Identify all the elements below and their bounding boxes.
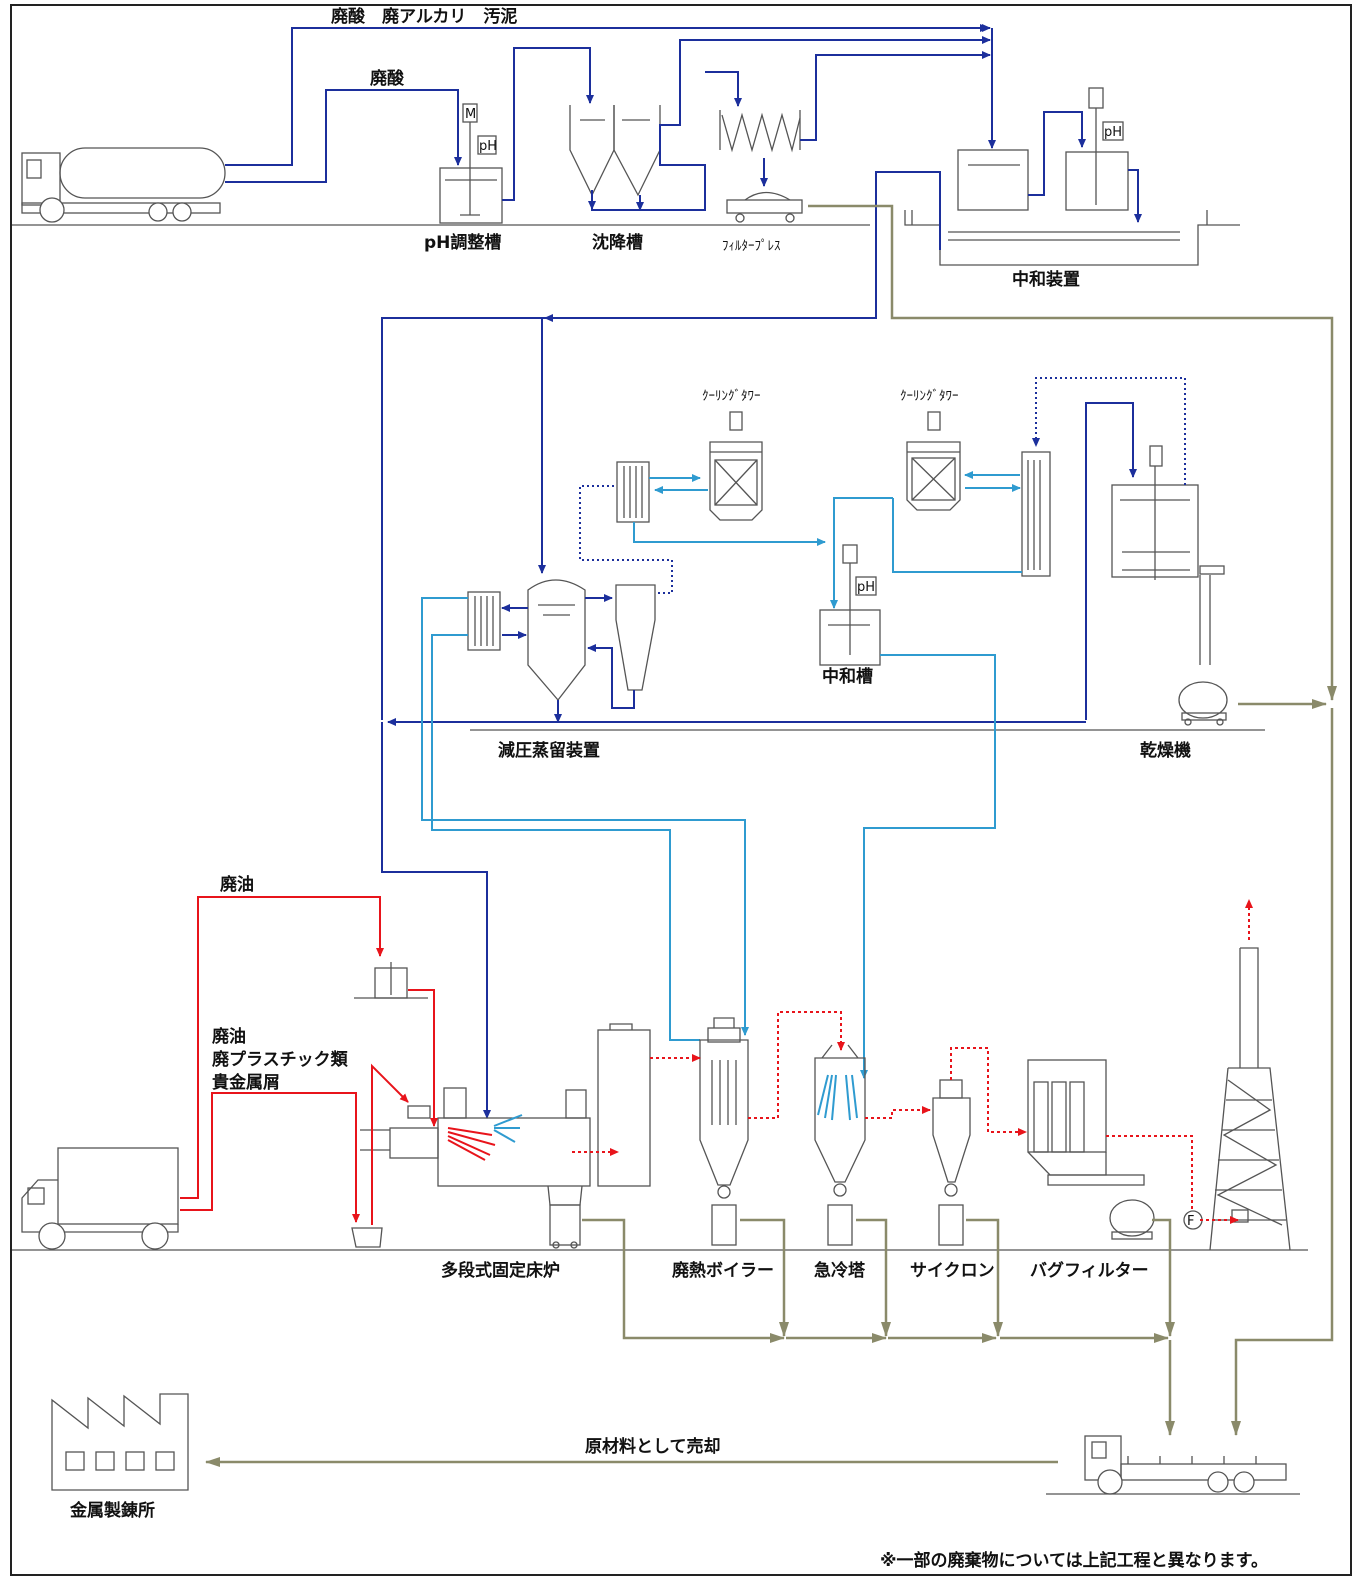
waste-heat-boiler <box>699 1017 749 1246</box>
cyclone <box>932 1079 971 1246</box>
bottom-section: F <box>12 204 1337 1571</box>
label-neutralizer: 中和装置 <box>1012 269 1080 290</box>
label-smelter: 金属製錬所 <box>69 1500 155 1521</box>
label-sell: 原材料として売却 <box>585 1436 721 1457</box>
neutralization-tank: pH <box>819 544 881 666</box>
label-truck-input-3: 貴金属屑 <box>212 1072 280 1093</box>
fan-and-stack: F <box>1183 947 1291 1251</box>
feed-hopper <box>351 1227 383 1248</box>
middle-section: ｸｰﾘﾝｸﾞﾀﾜｰ ｸｰﾘﾝｸﾞﾀﾜｰ <box>381 317 1265 1079</box>
label-truck-input-2: 廃プラスチック類 <box>212 1049 349 1070</box>
heat-exchanger-3 <box>467 591 501 651</box>
label-waste-oil: 廃油 <box>220 874 254 895</box>
cooling-tower-2: ｸｰﾘﾝｸﾞﾀﾜｰ <box>900 389 961 511</box>
factory-icon <box>51 1393 189 1491</box>
label-neutral-tank: 中和槽 <box>822 666 873 687</box>
flatbed-truck <box>1046 1435 1300 1495</box>
tag-f: F <box>1187 1214 1194 1229</box>
heat-exchanger-2 <box>1021 451 1051 577</box>
neutralizer: pH <box>904 87 1240 266</box>
tag-ph-3: pH <box>857 580 875 595</box>
tanker-truck <box>21 147 226 223</box>
footnote: ※一部の廃棄物については上記工程と異なります。 <box>880 1550 1268 1571</box>
ph-adjust-tank: M pH <box>439 103 503 224</box>
label-furnace: 多段式固定床炉 <box>441 1260 560 1281</box>
label-cyclone: サイクロン <box>910 1261 995 1281</box>
cooling-tower-1: ｸｰﾘﾝｸﾞﾀﾜｰ <box>702 389 763 521</box>
heat-exchanger-1 <box>616 461 650 523</box>
diagram-frame <box>10 4 1352 1576</box>
oil-mixing-tank <box>354 962 428 999</box>
vacuum-distillation-vessel <box>527 579 656 702</box>
box-truck <box>21 1147 179 1250</box>
label-cooling-tower-1: ｸｰﾘﾝｸﾞﾀﾜｰ <box>702 389 761 404</box>
settling-tanks <box>569 105 661 197</box>
tag-ph-1: pH <box>479 139 497 154</box>
top-section: M pH <box>12 6 1240 322</box>
tag-ph-2: pH <box>1104 125 1122 140</box>
label-boiler: 廃熱ボイラー <box>672 1260 774 1281</box>
label-cooling-tower-2: ｸｰﾘﾝｸﾞﾀﾜｰ <box>900 389 959 404</box>
label-quench: 急冷塔 <box>814 1260 866 1281</box>
label-truck-input-1: 廃油 <box>212 1026 246 1047</box>
label-acid: 廃酸 <box>370 68 405 89</box>
label-bag-filter: バグフィルター <box>1030 1260 1149 1281</box>
filter-press <box>719 110 803 223</box>
label-vacuum-distill: 減圧蒸留装置 <box>498 740 600 761</box>
quench-tower <box>814 1044 866 1246</box>
label-ph-tank: pH調整槽 <box>424 232 501 253</box>
tag-m: M <box>465 107 476 122</box>
dryer <box>1111 445 1228 726</box>
label-top-inputs: 廃酸 廃アルカリ 汚泥 <box>331 6 517 27</box>
bag-filter <box>1027 1059 1155 1240</box>
label-dryer: 乾燥機 <box>1140 740 1191 761</box>
label-settling-tank: 沈降槽 <box>592 232 643 253</box>
label-filter-press: ﾌｨﾙﾀｰﾌﾟﾚｽ <box>722 239 781 254</box>
